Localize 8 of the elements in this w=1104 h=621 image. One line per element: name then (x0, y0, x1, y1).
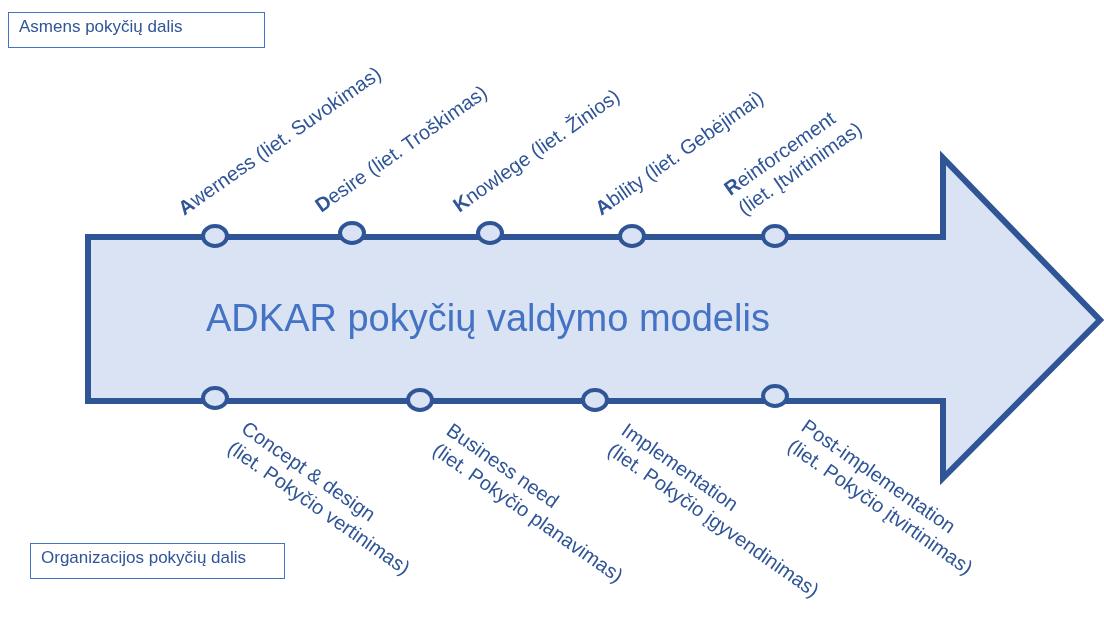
node-circle (476, 221, 504, 245)
section-label-box: Organizacijos pokyčių dalis (30, 543, 285, 579)
diagram-title-text: ADKAR pokyčių valdymo modelis (206, 297, 770, 340)
node-circle (201, 224, 229, 248)
node-circle (761, 224, 789, 248)
node-circle (338, 221, 366, 245)
node-circle (618, 224, 646, 248)
section-label-box: Asmens pokyčių dalis (8, 12, 265, 48)
